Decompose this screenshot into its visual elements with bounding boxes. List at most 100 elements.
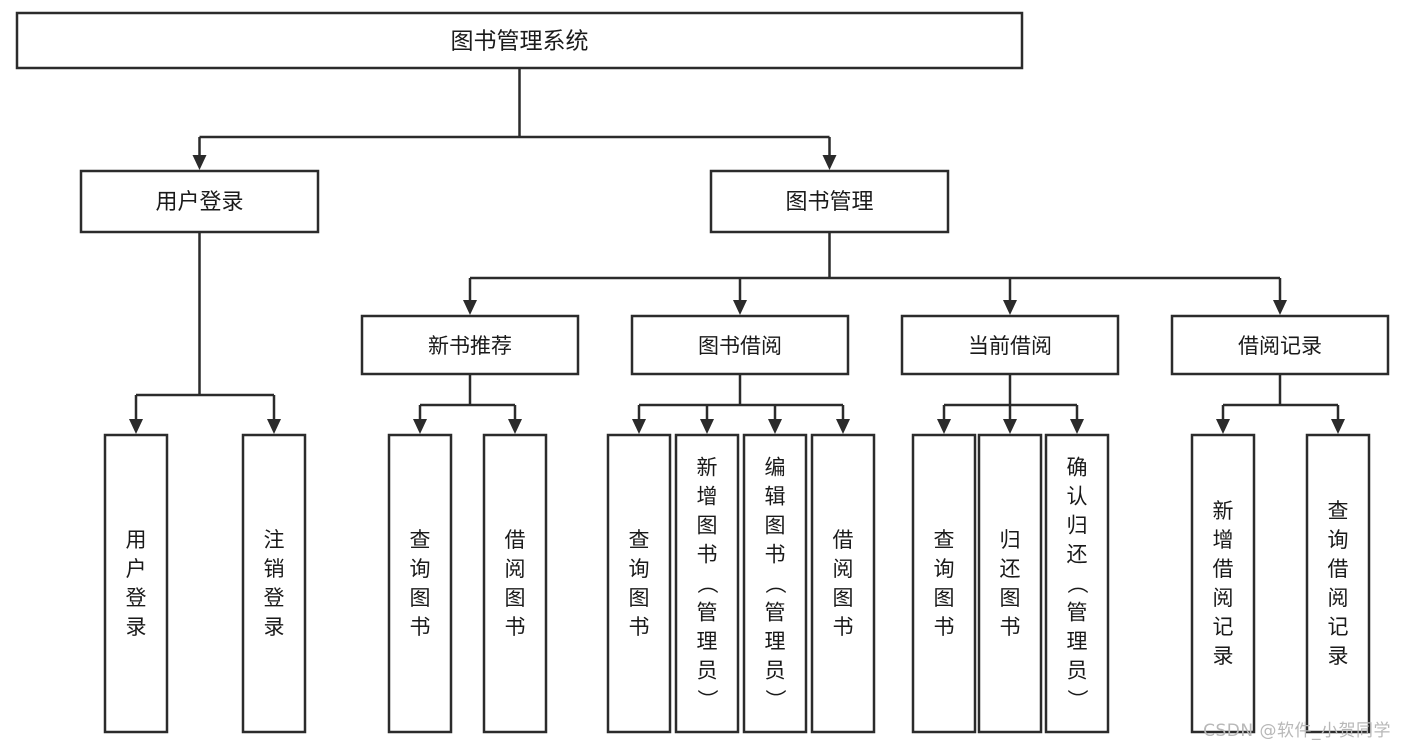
svg-text:（: （ <box>695 573 719 594</box>
node-label-current-borrow: 当前借阅 <box>968 334 1052 358</box>
svg-text:借: 借 <box>505 528 526 552</box>
svg-text:书: 书 <box>934 615 955 639</box>
arrowhead-icon <box>413 419 427 434</box>
node-box-query-borrow-record <box>1305 433 1371 734</box>
svg-text:录: 录 <box>1213 644 1234 668</box>
svg-text:新: 新 <box>1213 499 1234 523</box>
connector-edges-layer <box>129 68 1345 434</box>
arrowhead-icon <box>1003 419 1017 434</box>
node-box-borrow-record <box>1170 314 1390 376</box>
svg-text:理: 理 <box>765 630 786 654</box>
svg-text:编: 编 <box>765 456 786 480</box>
node-book-management: 图书管理 <box>709 169 950 234</box>
svg-text:）: ） <box>763 689 787 710</box>
node-book-borrow: 图书借阅 <box>630 314 850 376</box>
arrowhead-icon <box>632 419 646 434</box>
svg-text:书: 书 <box>410 615 431 639</box>
svg-text:）: ） <box>695 689 719 710</box>
node-box-return-book <box>977 433 1043 734</box>
svg-text:询: 询 <box>629 557 650 581</box>
svg-text:查: 查 <box>629 528 650 552</box>
svg-text:书: 书 <box>833 615 854 639</box>
svg-text:（: （ <box>1065 573 1089 594</box>
svg-text:阅: 阅 <box>833 557 854 581</box>
svg-text:管: 管 <box>697 601 718 625</box>
node-box-borrow-book-1 <box>482 433 548 734</box>
node-box-user-logout <box>241 433 307 734</box>
svg-text:管: 管 <box>765 601 786 625</box>
svg-text:增: 增 <box>1213 528 1234 552</box>
svg-text:图: 图 <box>765 514 786 538</box>
arrowhead-icon <box>822 155 837 170</box>
svg-text:理: 理 <box>697 630 718 654</box>
svg-text:用: 用 <box>126 528 147 552</box>
svg-text:借: 借 <box>1328 557 1349 581</box>
node-undefined: 图书管理系统 <box>15 11 1024 70</box>
svg-text:登: 登 <box>264 586 285 610</box>
node-box-query-book-3 <box>911 433 977 734</box>
node-box-user-login-do <box>103 433 169 734</box>
svg-text:借: 借 <box>833 528 854 552</box>
svg-text:增: 增 <box>697 485 718 509</box>
node-label-user-login: 用户登录 <box>155 190 243 215</box>
arrowhead-icon <box>1003 300 1017 315</box>
svg-text:书: 书 <box>697 543 718 567</box>
svg-text:员: 员 <box>1067 659 1088 683</box>
node-label-undefined: 图书管理系统 <box>451 29 589 55</box>
node-box-new-book-recommend <box>360 314 580 376</box>
svg-text:记: 记 <box>1328 615 1349 639</box>
svg-text:理: 理 <box>1067 630 1088 654</box>
arrowhead-icon <box>1273 300 1287 315</box>
arrowhead-icon <box>508 419 522 434</box>
node-box-current-borrow <box>900 314 1120 376</box>
node-borrow-record: 借阅记录 <box>1170 314 1390 376</box>
watermark-text: CSDN @软件_小贺同学 <box>1203 721 1391 741</box>
arrowhead-icon <box>1216 419 1230 434</box>
svg-text:归: 归 <box>1067 514 1088 538</box>
svg-text:归: 归 <box>1000 528 1021 552</box>
svg-text:图: 图 <box>833 586 854 610</box>
svg-text:录: 录 <box>126 615 147 639</box>
svg-text:还: 还 <box>1067 543 1088 567</box>
svg-text:书: 书 <box>629 615 650 639</box>
node-box-query-book-2 <box>606 433 672 734</box>
node-current-borrow: 当前借阅 <box>900 314 1120 376</box>
svg-text:户: 户 <box>126 557 147 581</box>
svg-text:还: 还 <box>1000 557 1021 581</box>
node-box-edit-book-admin <box>742 433 808 734</box>
node-box-query-book-1 <box>387 433 453 734</box>
arrowhead-icon <box>1070 419 1084 434</box>
node-box-user-login <box>79 169 320 234</box>
node-label-new-book-recommend: 新书推荐 <box>428 334 512 358</box>
node-label-book-management: 图书管理 <box>785 190 873 215</box>
svg-text:查: 查 <box>1328 499 1349 523</box>
svg-text:认: 认 <box>1067 485 1088 509</box>
node-box-add-book-admin <box>674 433 740 734</box>
svg-text:图: 图 <box>1000 586 1021 610</box>
arrowhead-icon <box>733 300 747 315</box>
arrowhead-icon <box>700 419 714 434</box>
node-box-book-borrow <box>630 314 850 376</box>
arrowhead-icon <box>267 419 281 434</box>
arrowhead-icon <box>768 419 782 434</box>
svg-text:）: ） <box>1065 689 1089 710</box>
arrowhead-icon <box>129 419 143 434</box>
arrowhead-icon <box>937 419 951 434</box>
